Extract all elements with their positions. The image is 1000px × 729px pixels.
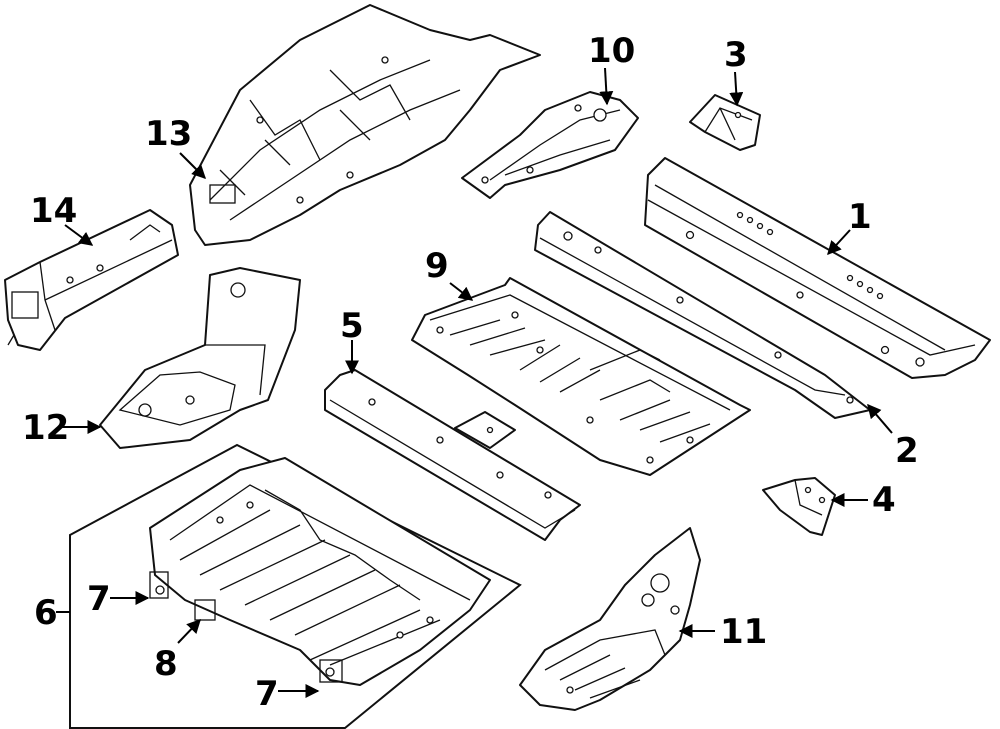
- part-1-crossmember: [644, 157, 991, 379]
- callout-9: 9: [425, 246, 449, 286]
- part-6-rear-floor-assembly: [149, 457, 491, 686]
- callout-labels: 1 2 3 4 5 6 7 7 8 9 10 11 12 13 14: [22, 31, 919, 714]
- callout-7-lower: 7: [255, 674, 279, 714]
- callout-3: 3: [724, 35, 748, 75]
- part-10-reinforcement: [461, 91, 639, 199]
- part-5-crossmember: [324, 369, 581, 541]
- callout-8: 8: [154, 644, 178, 684]
- callout-13: 13: [145, 114, 192, 154]
- callout-12: 12: [22, 408, 69, 448]
- part-3-bracket: [689, 94, 761, 151]
- callout-10: 10: [588, 31, 635, 71]
- callout-6: 6: [34, 593, 58, 633]
- part-13-front-floor: [189, 4, 541, 246]
- callout-5: 5: [340, 306, 364, 346]
- part-14-rail-extension: [4, 209, 179, 351]
- leader-lines: [56, 67, 893, 698]
- part-11-side-member: [519, 527, 701, 711]
- part-12-floor-side: [99, 267, 301, 449]
- part-6-group-bracket: [69, 443, 522, 729]
- part-4-bracket: [762, 477, 836, 536]
- part-2-crossmember: [534, 211, 871, 419]
- callout-7-upper: 7: [87, 579, 111, 619]
- callout-14: 14: [30, 191, 77, 231]
- callout-4: 4: [872, 480, 896, 520]
- callout-11: 11: [720, 612, 767, 652]
- callout-1: 1: [848, 197, 872, 237]
- part-9-floor-pan: [411, 277, 751, 476]
- callout-2: 2: [895, 431, 919, 471]
